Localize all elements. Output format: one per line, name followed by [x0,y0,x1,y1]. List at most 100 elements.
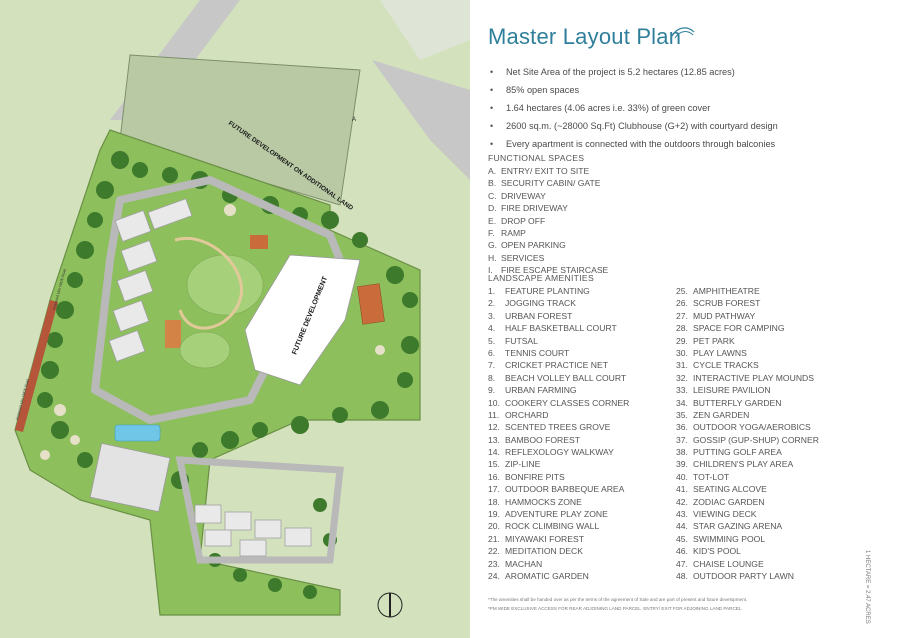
list-item: 9.URBAN FARMING [488,384,629,396]
item-label: CYCLE TRACKS [693,360,759,371]
item-label: TENNIS COURT [505,347,570,358]
item-index: 2. [488,298,496,309]
list-item: 15. ZIP-LINE [488,458,629,470]
play-area [165,320,181,348]
item-label: GOSSIP (GUP-SHUP) CORNER [693,434,819,445]
item-index: 10. [488,397,500,408]
item-label: HALF BASKETBALL COURT [505,323,617,334]
item-index: 20. [488,521,500,532]
item-label: PUTTING GOLF AREA [693,447,782,458]
list-item: 13. BAMBOO FOREST [488,434,629,446]
item-index: 29. [676,335,688,346]
item-index: 5. [488,335,496,346]
item-label: SCENTED TREES GROVE [505,422,611,433]
list-item: 14.REFLEXOLOGY WALKWAY [488,446,629,458]
north-arrow-icon [377,592,403,618]
item-index: 35. [676,409,688,420]
list-item: 31.CYCLE TRACKS [676,359,819,371]
item-label: MACHAN [505,558,543,569]
item-index: H. [488,252,497,263]
item-index: 26. [676,298,688,309]
item-label: ADVENTURE PLAY ZONE [505,509,608,520]
item-label: ORCHARD [505,409,549,420]
item-index: 15. [488,459,500,470]
list-item: D.FIRE DRIVEWAY [488,202,688,214]
list-item: 48.OUTDOOR PARTY LAWN [676,570,819,582]
item-index: 17. [488,484,500,495]
list-item: 5.FUTSAL [488,335,629,347]
item-label: PET PARK [693,335,735,346]
list-item: 34.BUTTERFLY GARDEN [676,397,819,409]
central-lawn [186,254,264,316]
item-label: OUTDOOR BARBEQUE AREA [505,484,625,495]
item-index: 3. [488,310,496,321]
list-item: 11.ORCHARD [488,409,629,421]
list-item: 29. PET PARK [676,335,819,347]
bullet-icon: • [490,85,494,95]
residential-towers-west [108,198,193,362]
item-label: ZIP-LINE [505,459,541,470]
list-item: 23.MACHAN [488,558,629,570]
item-label: KID'S POOL [693,546,741,557]
item-label: AROMATIC GARDEN [505,570,589,581]
jogging-track [174,237,243,330]
boundary-strip [15,300,58,432]
list-item: 46. KID'S POOL [676,545,819,557]
item-index: 45. [676,533,688,544]
item-index: F. [488,227,495,238]
item-label: CHAISE LOUNGE [693,558,764,569]
list-item: B. SECURITY CABIN/ GATE [488,177,688,189]
item-index: 32. [676,372,688,383]
highlight-item: •Every apartment is connected with the o… [488,135,898,153]
item-index: 37. [676,434,688,445]
item-index: 43. [676,509,688,520]
site-plan-drawing: FUTURE DEVELOPMENT ON ADDITIONAL LAND [14,0,470,618]
list-item: 20.ROCK CLIMBING WALL [488,520,629,532]
item-index: 44. [676,521,688,532]
item-label: FIRE ESCAPE STAIRCASE [501,265,609,276]
list-item: 21.MIYAWAKI FOREST [488,533,629,545]
list-item: 19.ADVENTURE PLAY ZONE [488,508,629,520]
item-label: SCRUB FOREST [693,298,761,309]
item-index: G. [488,240,498,251]
list-item: 1.FEATURE PLANTING [488,285,629,297]
list-item: 8.BEACH VOLLEY BALL COURT [488,372,629,384]
item-label: MUD PATHWAY [693,310,756,321]
list-item: 10.COOKERY CLASSES CORNER [488,397,629,409]
item-index: 22. [488,546,500,557]
item-label: OPEN PARKING [501,240,566,251]
item-index: 6. [488,347,496,358]
item-label: BAMBOO FOREST [505,434,580,445]
list-item: A.ENTRY/ EXIT TO SITE [488,165,688,177]
list-item: 7.CRICKET PRACTICE NET [488,359,629,371]
item-label: BONFIRE PITS [505,471,565,482]
item-index: 36. [676,422,688,433]
clubhouse [89,442,171,513]
item-index: 27. [676,310,688,321]
item-index: 46. [676,546,688,557]
south-driveway [175,456,344,564]
list-item: 33.LEISURE PAVILION [676,384,819,396]
item-index: 39. [676,459,688,470]
item-index: 28. [676,323,688,334]
item-index: 13. [488,434,500,445]
item-index: 38. [676,447,688,458]
bullet-icon: • [490,139,494,149]
item-index: 1. [488,286,496,296]
item-label: URBAN FOREST [505,310,573,321]
list-item: 12.SCENTED TREES GROVE [488,421,629,433]
item-label: STAR GAZING ARENA [693,521,783,532]
item-index: 47. [676,558,688,569]
list-item: 37. GOSSIP (GUP-SHUP) CORNER [676,434,819,446]
item-index: B. [488,178,497,189]
item-label: VIEWING DECK [693,509,757,520]
list-item: 16.BONFIRE PITS [488,471,629,483]
swoosh-icon [671,27,695,39]
list-item: 24.AROMATIC GARDEN [488,570,629,582]
item-index: I. [488,265,493,276]
item-label: CRICKET PRACTICE NET [505,360,608,371]
list-item: 27. MUD PATHWAY [676,310,819,322]
item-label: SECURITY CABIN/ GATE [501,178,601,189]
